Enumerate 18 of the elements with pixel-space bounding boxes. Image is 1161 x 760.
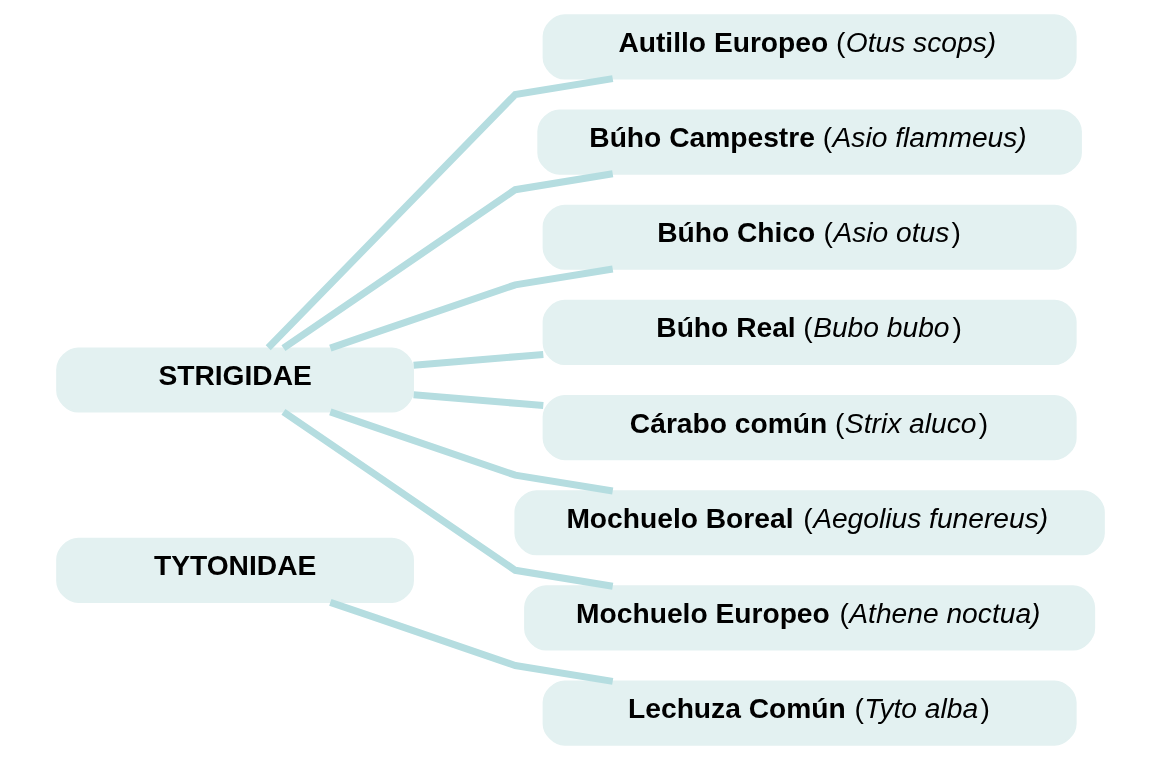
node-box: Lechuza Común (Tyto alba) xyxy=(542,680,1077,746)
connector xyxy=(413,391,544,410)
connector xyxy=(281,170,614,352)
node-box: Búho Real (Bubo bubo) xyxy=(542,299,1077,365)
node-box: STRIGIDAE xyxy=(56,347,414,413)
connector xyxy=(329,408,614,495)
connector xyxy=(281,408,614,590)
node-box: Búho Campestre (Asio flammeus) xyxy=(537,109,1082,175)
node-box: Cárabo común (Strix aluco) xyxy=(542,395,1077,461)
node-box: Mochuelo Boreal (Aegolius funereus) xyxy=(514,490,1105,556)
node-box: Mochuelo Europeo (Athene noctua) xyxy=(524,585,1096,651)
connector xyxy=(329,598,614,685)
connector xyxy=(329,265,614,352)
node-box: TYTONIDAE xyxy=(56,537,414,603)
connector xyxy=(413,350,544,369)
node-box: Búho Chico (Asio otus) xyxy=(542,204,1077,270)
node-box: Autillo Europeo (Otus scops) xyxy=(542,14,1077,80)
connector xyxy=(265,75,614,351)
